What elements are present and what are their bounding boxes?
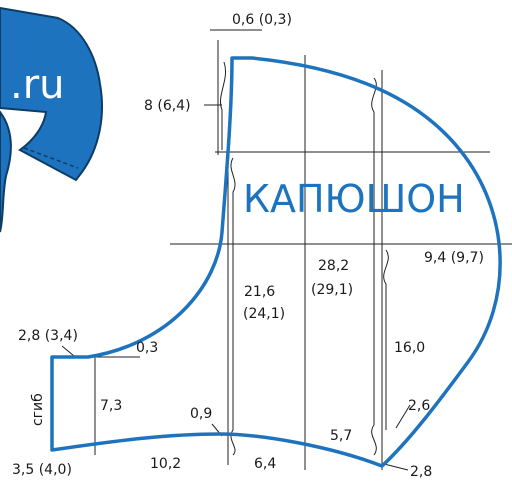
label-center-height-main: 28,2 <box>318 258 349 274</box>
label-top-left-height: 8 (6,4) <box>144 98 191 114</box>
guide-bracket-right <box>383 249 389 430</box>
guide-bracket-left <box>230 157 236 456</box>
logo-text: .ru <box>10 62 65 108</box>
site-logo: .ru <box>0 6 103 233</box>
label-left-height-main: 21,6 <box>244 284 275 300</box>
label-center-height-alt: (29,1) <box>311 282 353 298</box>
label-front-height: 7,3 <box>100 398 122 414</box>
label-right-height: 16,0 <box>394 340 425 356</box>
label-bottom-curve: 0,9 <box>190 406 212 422</box>
label-front-top: 2,8 (3,4) <box>18 328 78 344</box>
logo-ribbon-tail <box>0 110 12 233</box>
guide-bracket-center <box>371 77 377 456</box>
measurement-labels: 0,6 (0,3) 8 (6,4) 21,6 (24,1) 28,2 (29,1… <box>12 12 484 480</box>
logo-ribbon-shape <box>0 6 103 182</box>
guide-corner-small <box>395 404 411 429</box>
label-bottom-right-width: 5,7 <box>330 428 352 444</box>
label-front-inner: 0,3 <box>136 340 158 356</box>
label-right-width: 9,4 (9,7) <box>424 250 484 266</box>
label-bottom-mid-width: 6,4 <box>254 456 276 472</box>
guide-corner-bottom <box>383 463 409 471</box>
pattern-title: КАПЮШОН <box>243 177 465 221</box>
label-left-height-alt: (24,1) <box>243 306 285 322</box>
label-corner-small: 2,6 <box>408 398 430 414</box>
hood-outline <box>50 56 502 468</box>
label-corner-bottom: 2,8 <box>410 464 432 480</box>
logo-ribbon-stitch <box>23 147 79 169</box>
label-top-neck: 0,6 (0,3) <box>232 12 292 28</box>
label-bottom-left-width: 10,2 <box>150 456 181 472</box>
label-front-bottom: 3,5 (4,0) <box>12 462 72 478</box>
label-fold: сгиб <box>30 393 46 426</box>
guide-front-mark <box>61 345 75 357</box>
guide-bracket-top <box>220 61 226 150</box>
